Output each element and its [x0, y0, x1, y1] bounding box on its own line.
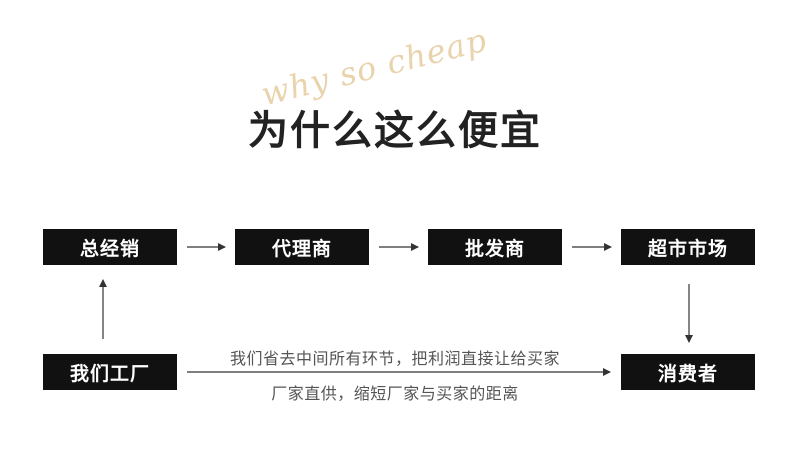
node-consumer: 消费者 — [621, 354, 755, 390]
node-dealer: 总经销 — [43, 229, 177, 265]
node-agent: 代理商 — [235, 229, 369, 265]
node-factory: 我们工厂 — [43, 354, 177, 390]
node-supermarket: 超市市场 — [621, 229, 755, 265]
node-wholesaler: 批发商 — [428, 229, 562, 265]
note-text-top: 我们省去中间所有环节，把利润直接让给买家 — [229, 349, 560, 368]
note-text-bottom: 厂家直供，缩短厂家与买家的距离 — [271, 384, 519, 403]
page-title: 为什么这么便宜 — [248, 107, 542, 154]
